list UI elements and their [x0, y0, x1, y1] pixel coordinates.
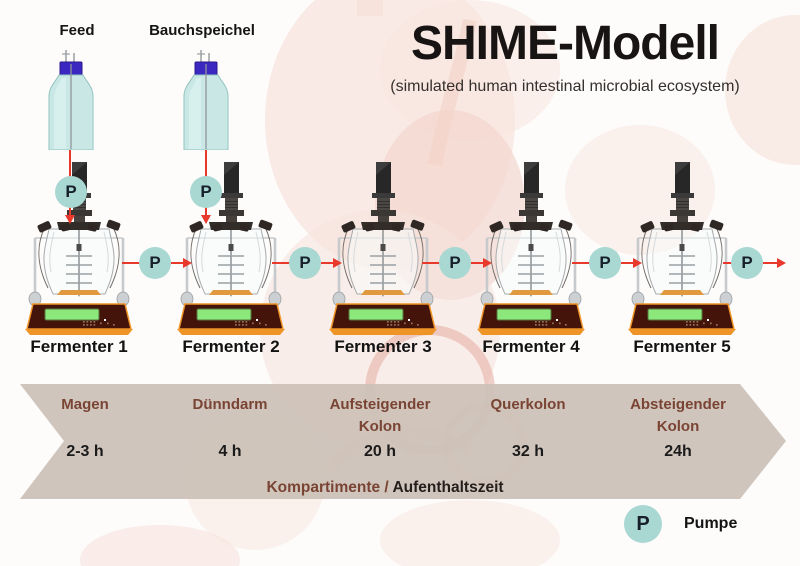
pump-bauchspeichel: P: [190, 176, 222, 208]
legend-pump-icon: P: [624, 505, 662, 543]
fermenter-2: Fermenter 2: [173, 160, 289, 357]
flow-line: [621, 262, 634, 264]
flow-arrowhead: [483, 258, 492, 268]
stage-aufsteigender-kolon: Aufsteigender Kolon: [329, 396, 431, 435]
fermenter-5: Fermenter 5: [624, 160, 740, 357]
page-title: SHIME-Modell: [411, 17, 720, 70]
legend-pump-label: Pumpe: [684, 515, 738, 532]
band-caption-suffix: Aufenthaltszeit: [392, 479, 504, 496]
band-caption-prefix: Kompartimente /: [266, 479, 393, 496]
legend: P Pumpe: [624, 505, 737, 543]
stage-querkolon-time: 32 h: [511, 443, 544, 460]
flow-arrowhead: [333, 258, 342, 268]
feed-label: Feed: [59, 22, 95, 39]
band-caption: Kompartimente / Aufenthaltszeit: [200, 479, 570, 497]
bauchspeichel-bottle-icon: [176, 50, 236, 150]
flow-line: [723, 262, 735, 264]
fermenter-icon: [624, 160, 740, 335]
pump-outlet: P: [731, 247, 763, 279]
stage-duenndarm: Dünndarm: [192, 396, 268, 413]
stage-magen: Magen: [61, 396, 109, 413]
bauchspeichel-flow-arrowhead: [201, 215, 211, 224]
fermenter-2-label: Fermenter 2: [182, 337, 280, 356]
page-subtitle: (simulated human intestinal microbial ec…: [390, 78, 740, 95]
flow-line: [122, 262, 140, 264]
feed-bottle-icon: [41, 50, 101, 150]
fermenter-1-label: Fermenter 1: [30, 337, 128, 356]
fermenter-4-label: Fermenter 4: [482, 337, 580, 356]
fermenter-3: Fermenter 3: [325, 160, 441, 357]
flow-line: [572, 262, 590, 264]
flow-arrowhead: [633, 258, 642, 268]
stage-magen-time: 2-3 h: [66, 443, 104, 460]
flow-line: [763, 262, 778, 264]
flow-line: [171, 262, 184, 264]
fermenter-1: Fermenter 1: [21, 160, 137, 357]
stage-absteigender-kolon-time: 24h: [664, 443, 692, 460]
fermenter-5-label: Fermenter 5: [633, 337, 731, 356]
flow-line: [471, 262, 484, 264]
pump-1-2: P: [139, 247, 171, 279]
header: SHIME-Modell (simulated human intestinal…: [340, 16, 790, 96]
flow-line: [422, 262, 440, 264]
feed-flow-arrowhead: [65, 215, 75, 224]
pump-feed: P: [55, 176, 87, 208]
flow-arrowhead: [777, 258, 786, 268]
pump-2-3: P: [289, 247, 321, 279]
stage-aufsteigender-kolon-time: 20 h: [363, 443, 396, 460]
flow-arrowhead: [183, 258, 192, 268]
flow-line: [321, 262, 334, 264]
pump-4-5: P: [589, 247, 621, 279]
bauchspeichel-label: Bauchspeichel: [149, 22, 255, 39]
fermenter-icon: [325, 160, 441, 335]
stage-querkolon: Querkolon: [490, 396, 566, 413]
pump-3-4: P: [439, 247, 471, 279]
stage-duenndarm-time: 4 h: [218, 443, 242, 460]
fermenter-3-label: Fermenter 3: [334, 337, 432, 356]
fermenter-4: Fermenter 4: [473, 160, 589, 357]
flow-line: [272, 262, 290, 264]
fermenter-icon: [473, 160, 589, 335]
stage-absteigender-kolon: Absteigender Kolon: [630, 396, 726, 435]
